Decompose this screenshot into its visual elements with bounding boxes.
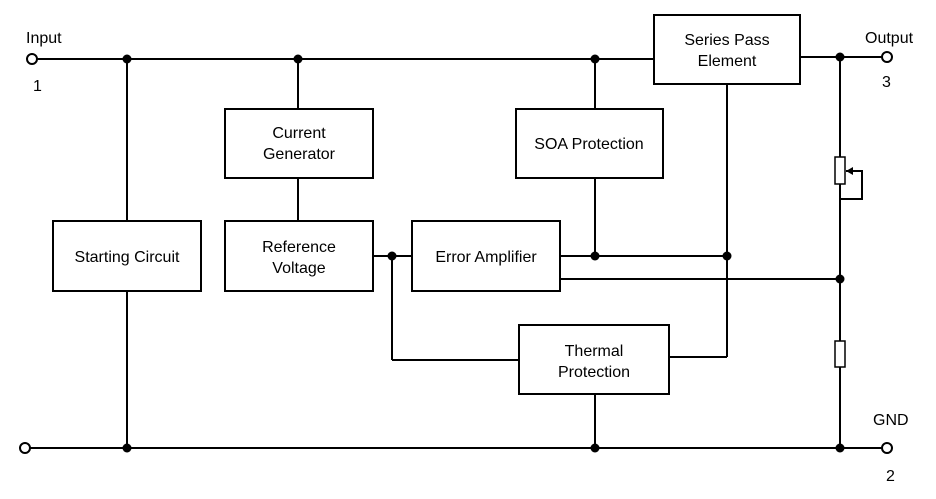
- input-pin-number: 1: [33, 78, 42, 95]
- output-terminal: [881, 51, 893, 63]
- gnd-pin-number: 2: [886, 468, 895, 485]
- divider-resistor: [834, 340, 846, 368]
- ground-terminal-left: [19, 442, 31, 454]
- trim-potentiometer: [834, 156, 846, 185]
- wires: [30, 56, 882, 449]
- series-pass-element-block: Series Pass Element: [653, 14, 801, 85]
- output-pin-label: Output: [865, 30, 914, 47]
- block-label-line: Element: [698, 53, 757, 70]
- block-label-line: Series Pass: [684, 32, 769, 49]
- block-label-line: Current: [272, 125, 326, 142]
- reference-voltage-block: Reference Voltage: [224, 220, 374, 292]
- block-label-line: Starting Circuit: [75, 249, 180, 266]
- output-pin-number: 3: [882, 74, 891, 91]
- gnd-terminal: [881, 442, 893, 454]
- thermal-protection-block: Thermal Protection: [518, 324, 670, 395]
- block-label-line: SOA Protection: [534, 136, 643, 153]
- block-label-line: Voltage: [272, 260, 325, 277]
- block-label-line: Error Amplifier: [435, 249, 537, 266]
- block-label-line: Protection: [558, 364, 630, 381]
- input-pin-label: Input: [26, 30, 62, 47]
- soa-protection-block: SOA Protection: [515, 108, 664, 179]
- block-label-line: Reference: [262, 239, 336, 256]
- junction-dots: [122, 52, 845, 453]
- current-generator-block: Current Generator: [224, 108, 374, 179]
- block-label-line: Generator: [263, 146, 336, 163]
- block-label-line: Thermal: [565, 343, 624, 360]
- starting-circuit-block: Starting Circuit: [52, 220, 202, 292]
- gnd-pin-label: GND: [873, 412, 909, 429]
- wiper-arrow-icon: [846, 167, 853, 175]
- error-amplifier-block: Error Amplifier: [411, 220, 561, 292]
- input-terminal: [26, 53, 38, 65]
